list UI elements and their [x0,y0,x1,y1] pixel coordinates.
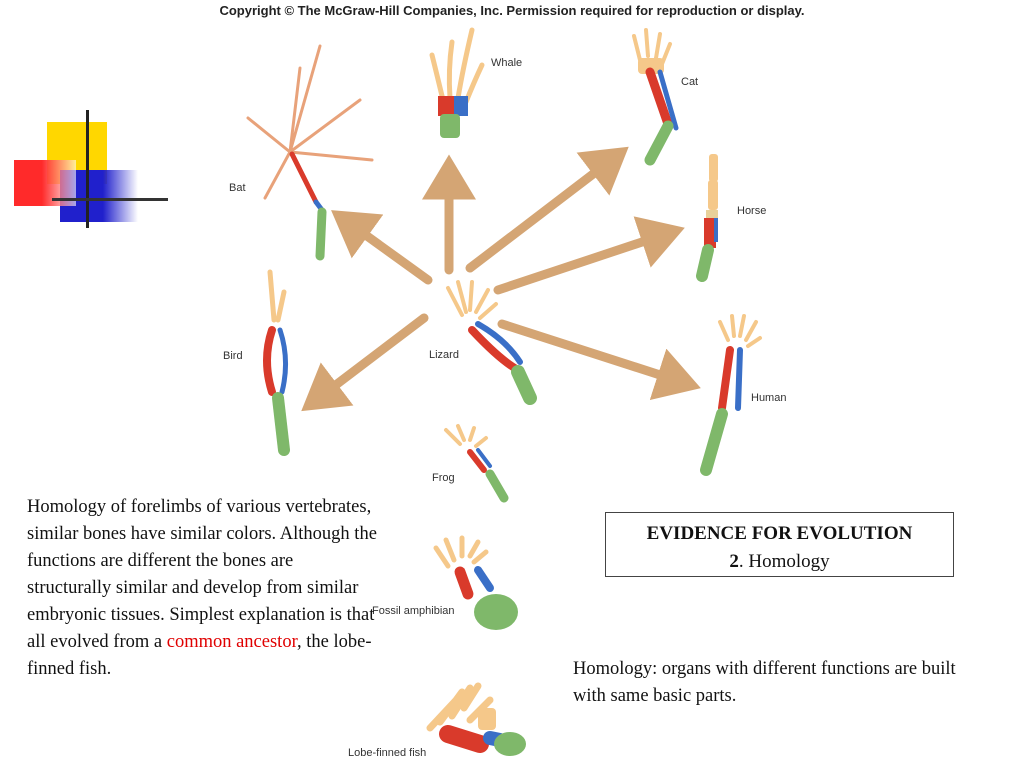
label-whale: Whale [491,57,522,69]
description-text-before: Homology of forelimbs of various vertebr… [27,497,377,652]
radiating-arrows [301,146,701,412]
evidence-subtitle-line: 2. Homology [606,548,953,576]
label-lobe-finned-fish: Lobe-finned fish [348,747,426,759]
label-horse: Horse [737,205,766,217]
bat-forelimb [246,44,374,261]
copyright-notice: Copyright © The McGraw-Hill Companies, I… [219,3,805,18]
label-bird: Bird [223,350,243,362]
label-frog: Frog [432,472,455,484]
cat-forelimb [632,28,679,166]
evidence-title: EVIDENCE FOR EVOLUTION [646,523,913,544]
homology-definition: Homology: organs with different function… [573,659,956,706]
evidence-subtitle: . Homology [738,551,830,572]
lizard-forelimb [446,280,537,405]
label-cat: Cat [681,76,698,88]
arrow-to-bat [331,210,433,285]
description-text-after: , the lobe-finned fish. [27,632,372,679]
bird-forelimb [263,269,290,456]
arrow-to-horse [493,216,685,295]
arrow-to-bird [301,313,429,412]
label-human: Human [751,392,786,404]
arrow-to-human [497,319,701,401]
human-forelimb [700,314,762,476]
evidence-box: EVIDENCE FOR EVOLUTION 2. Homology [605,512,954,577]
label-bat: Bat [229,182,246,194]
arrow-to-cat [465,146,629,273]
frog-forelimb [444,424,509,503]
label-fossil-amphibian: Fossil amphibian [372,605,455,617]
homology-description: Homology of forelimbs of various vertebr… [27,494,382,683]
common-ancestor-highlight: common ancestor [166,632,297,652]
horse-forelimb [696,154,718,282]
ornament-horizontal-line [52,198,168,201]
ornament-vertical-line [86,110,89,228]
evidence-number: 2 [729,551,739,572]
label-lizard: Lizard [429,349,459,361]
whale-forelimb [429,27,485,138]
fossil-amphibian-forelimb [433,535,518,630]
lobe-finned-fish-fin [426,682,526,756]
